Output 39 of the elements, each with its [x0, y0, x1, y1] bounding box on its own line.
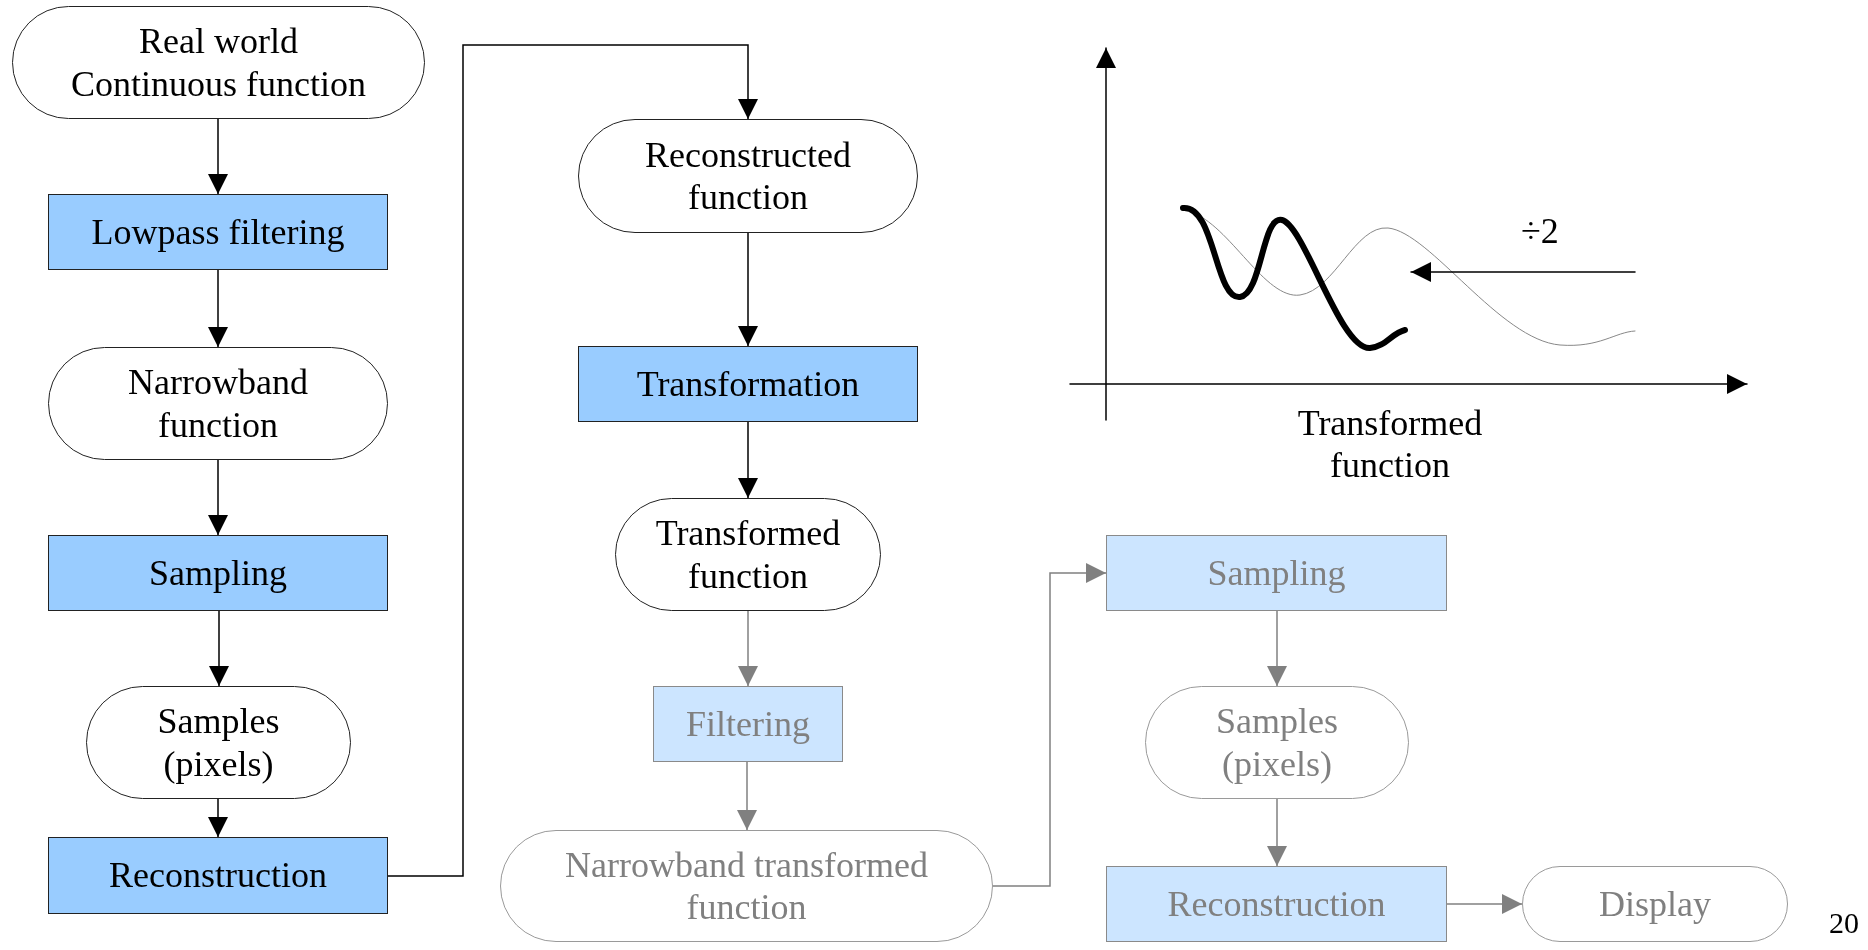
arrow	[737, 761, 757, 831]
arrow	[209, 610, 229, 687]
arrow	[208, 118, 228, 195]
process-box	[1106, 535, 1447, 611]
arrow	[1267, 798, 1287, 867]
division-label: ÷2	[1520, 210, 1560, 253]
process-box	[48, 535, 388, 611]
node-text: Transformed function	[654, 512, 842, 597]
process-box	[1106, 866, 1447, 942]
arrow	[738, 610, 758, 687]
node-text: Transformation	[636, 362, 860, 406]
graph-caption: Transformed function	[1296, 402, 1484, 487]
page-number: 20	[1828, 905, 1860, 941]
node-text: Reconstruction	[109, 854, 327, 897]
node-text: Narrowband transformed function	[564, 843, 929, 929]
node-text: Reconstructed function	[644, 133, 852, 219]
arrow	[1267, 610, 1287, 687]
node-text: Real world Continuous function	[70, 20, 367, 105]
node-text: Sampling	[1207, 551, 1346, 595]
process-box	[653, 686, 843, 762]
node-text: Samples (pixels)	[1215, 700, 1339, 785]
process-box	[48, 837, 388, 914]
arrow	[992, 563, 1107, 887]
node-text: Display	[1599, 882, 1711, 926]
node-text: Sampling	[149, 551, 287, 595]
arrow	[738, 421, 758, 499]
arrow	[1446, 894, 1523, 914]
arrow	[208, 269, 228, 348]
node-text: Narrowband function	[127, 361, 309, 446]
node-text: Samples (pixels)	[156, 700, 281, 785]
node-text: Reconstruction	[1167, 882, 1386, 926]
process-box	[578, 346, 918, 422]
node-text: Filtering	[686, 702, 810, 746]
arrow	[738, 232, 758, 347]
process-box	[48, 194, 388, 270]
arrow	[208, 459, 228, 536]
arrow	[208, 798, 228, 838]
node-text: Lowpass filtering	[91, 210, 345, 254]
arrow	[387, 44, 758, 877]
